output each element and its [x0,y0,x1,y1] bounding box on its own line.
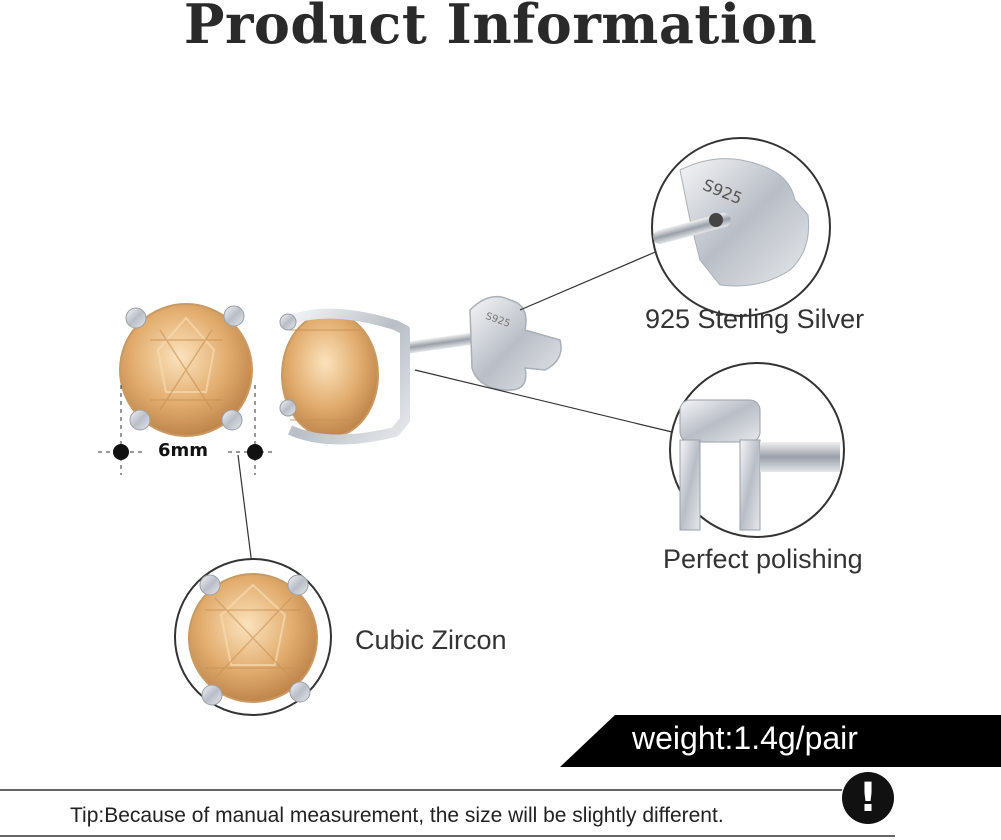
detail-circle-silver: S925 [651,137,831,317]
callout-zircon-label: Cubic Zircon [355,625,507,655]
size-label: 6mm [158,440,209,461]
callout-polishing-label: Perfect polishing [663,544,863,574]
tip-text: Tip:Because of manual measurement, the s… [70,804,724,827]
dimension-marks [98,385,275,475]
detail-circle-zircon [174,558,332,716]
callout-silver-label: 925 Sterling Silver [645,304,865,334]
side-view-earring: S925 [279,295,562,445]
weight-text: weight:1.4g/pair [632,720,858,756]
tip-frame [0,789,895,837]
callout-lines [237,249,673,566]
warning-icon [842,772,894,824]
front-view-gem [119,303,253,437]
detail-circle-polishing [669,362,845,538]
weight-banner [560,715,1001,767]
warning-glyph: ! [858,775,878,821]
page-title: Product Information [183,0,818,56]
